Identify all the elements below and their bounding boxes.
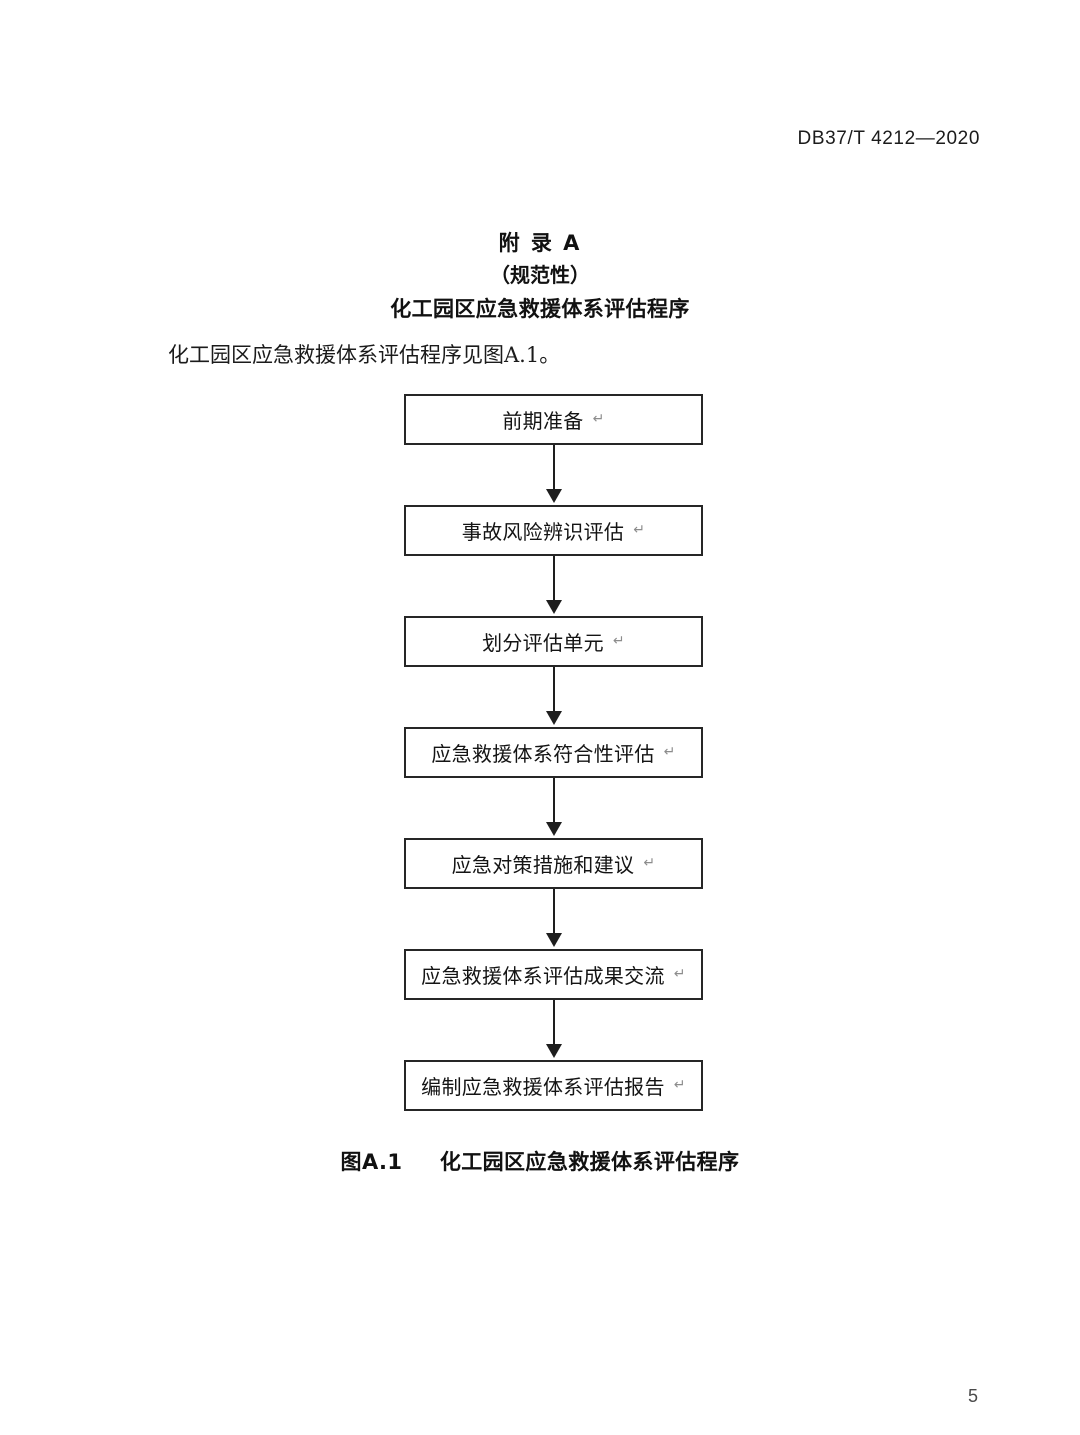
flow-node-label: 编制应急救援体系评估报告 [421, 1075, 665, 1099]
flow-connector-arrow [404, 889, 703, 949]
connector-line [553, 445, 555, 493]
flow-node-label: 前期准备 [502, 409, 584, 433]
arrow-head-icon [546, 600, 562, 614]
connector-line [553, 778, 555, 826]
flow-node-label: 应急救援体系符合性评估 [431, 742, 655, 766]
carriage-return-mark-icon: ↵ [612, 632, 625, 649]
arrow-head-icon [546, 933, 562, 947]
connector-line [553, 889, 555, 937]
flow-connector-arrow [404, 556, 703, 616]
arrow-head-icon [546, 489, 562, 503]
flow-node-label: 划分评估单元 [482, 631, 604, 655]
flow-node-n5: 应急对策措施和建议 ↵ [404, 838, 703, 889]
connector-line [553, 667, 555, 715]
flow-connector-arrow [404, 1000, 703, 1060]
arrow-head-icon [546, 711, 562, 725]
flow-node-n3: 划分评估单元 ↵ [404, 616, 703, 667]
carriage-return-mark-icon: ↵ [673, 1076, 686, 1093]
page-number: 5 [967, 1386, 978, 1406]
carriage-return-mark-icon: ↵ [663, 743, 676, 760]
annex-label: 附 录 A [498, 231, 582, 255]
flow-node-label: 应急对策措施和建议 [451, 853, 635, 877]
figure-caption-title: 化工园区应急救援体系评估程序 [439, 1150, 740, 1174]
carriage-return-mark-icon: ↵ [633, 521, 646, 538]
connector-line [553, 556, 555, 604]
arrow-head-icon [546, 822, 562, 836]
flow-node-label: 事故风险辨识评估 [461, 520, 625, 544]
carriage-return-mark-icon: ↵ [643, 854, 656, 871]
figure-caption: 图A.1 化工园区应急救援体系评估程序 [0, 1146, 1080, 1176]
flow-node-n2: 事故风险辨识评估 ↵ [404, 505, 703, 556]
annex-type: （规范性） [490, 263, 590, 287]
flow-connector-arrow [404, 778, 703, 838]
flow-node-n4: 应急救援体系符合性评估 ↵ [404, 727, 703, 778]
evaluation-procedure-flowchart: 前期准备↵事故风险辨识评估↵划分评估单元↵应急救援体系符合性评估↵应急对策措施和… [404, 394, 704, 1111]
body-paragraph: 化工园区应急救援体系评估程序见图A.1。 [168, 343, 561, 367]
flow-connector-arrow [404, 667, 703, 727]
connector-line [553, 1000, 555, 1048]
flow-node-n7: 编制应急救援体系评估报告 ↵ [404, 1060, 703, 1111]
arrow-head-icon [546, 1044, 562, 1058]
standard-number-header: DB37/T 4212—2020 [797, 128, 980, 149]
carriage-return-mark-icon: ↵ [592, 410, 605, 427]
annex-title-block: 附 录 A （规范性） 化工园区应急救援体系评估程序 [0, 228, 1080, 326]
annex-name: 化工园区应急救援体系评估程序 [390, 297, 690, 321]
flow-node-label: 应急救援体系评估成果交流 [421, 964, 665, 988]
flow-node-n1: 前期准备 ↵ [404, 394, 703, 445]
figure-caption-number: 图A.1 [340, 1150, 403, 1174]
flow-connector-arrow [404, 445, 703, 505]
carriage-return-mark-icon: ↵ [673, 965, 686, 982]
flow-node-n6: 应急救援体系评估成果交流 ↵ [404, 949, 703, 1000]
